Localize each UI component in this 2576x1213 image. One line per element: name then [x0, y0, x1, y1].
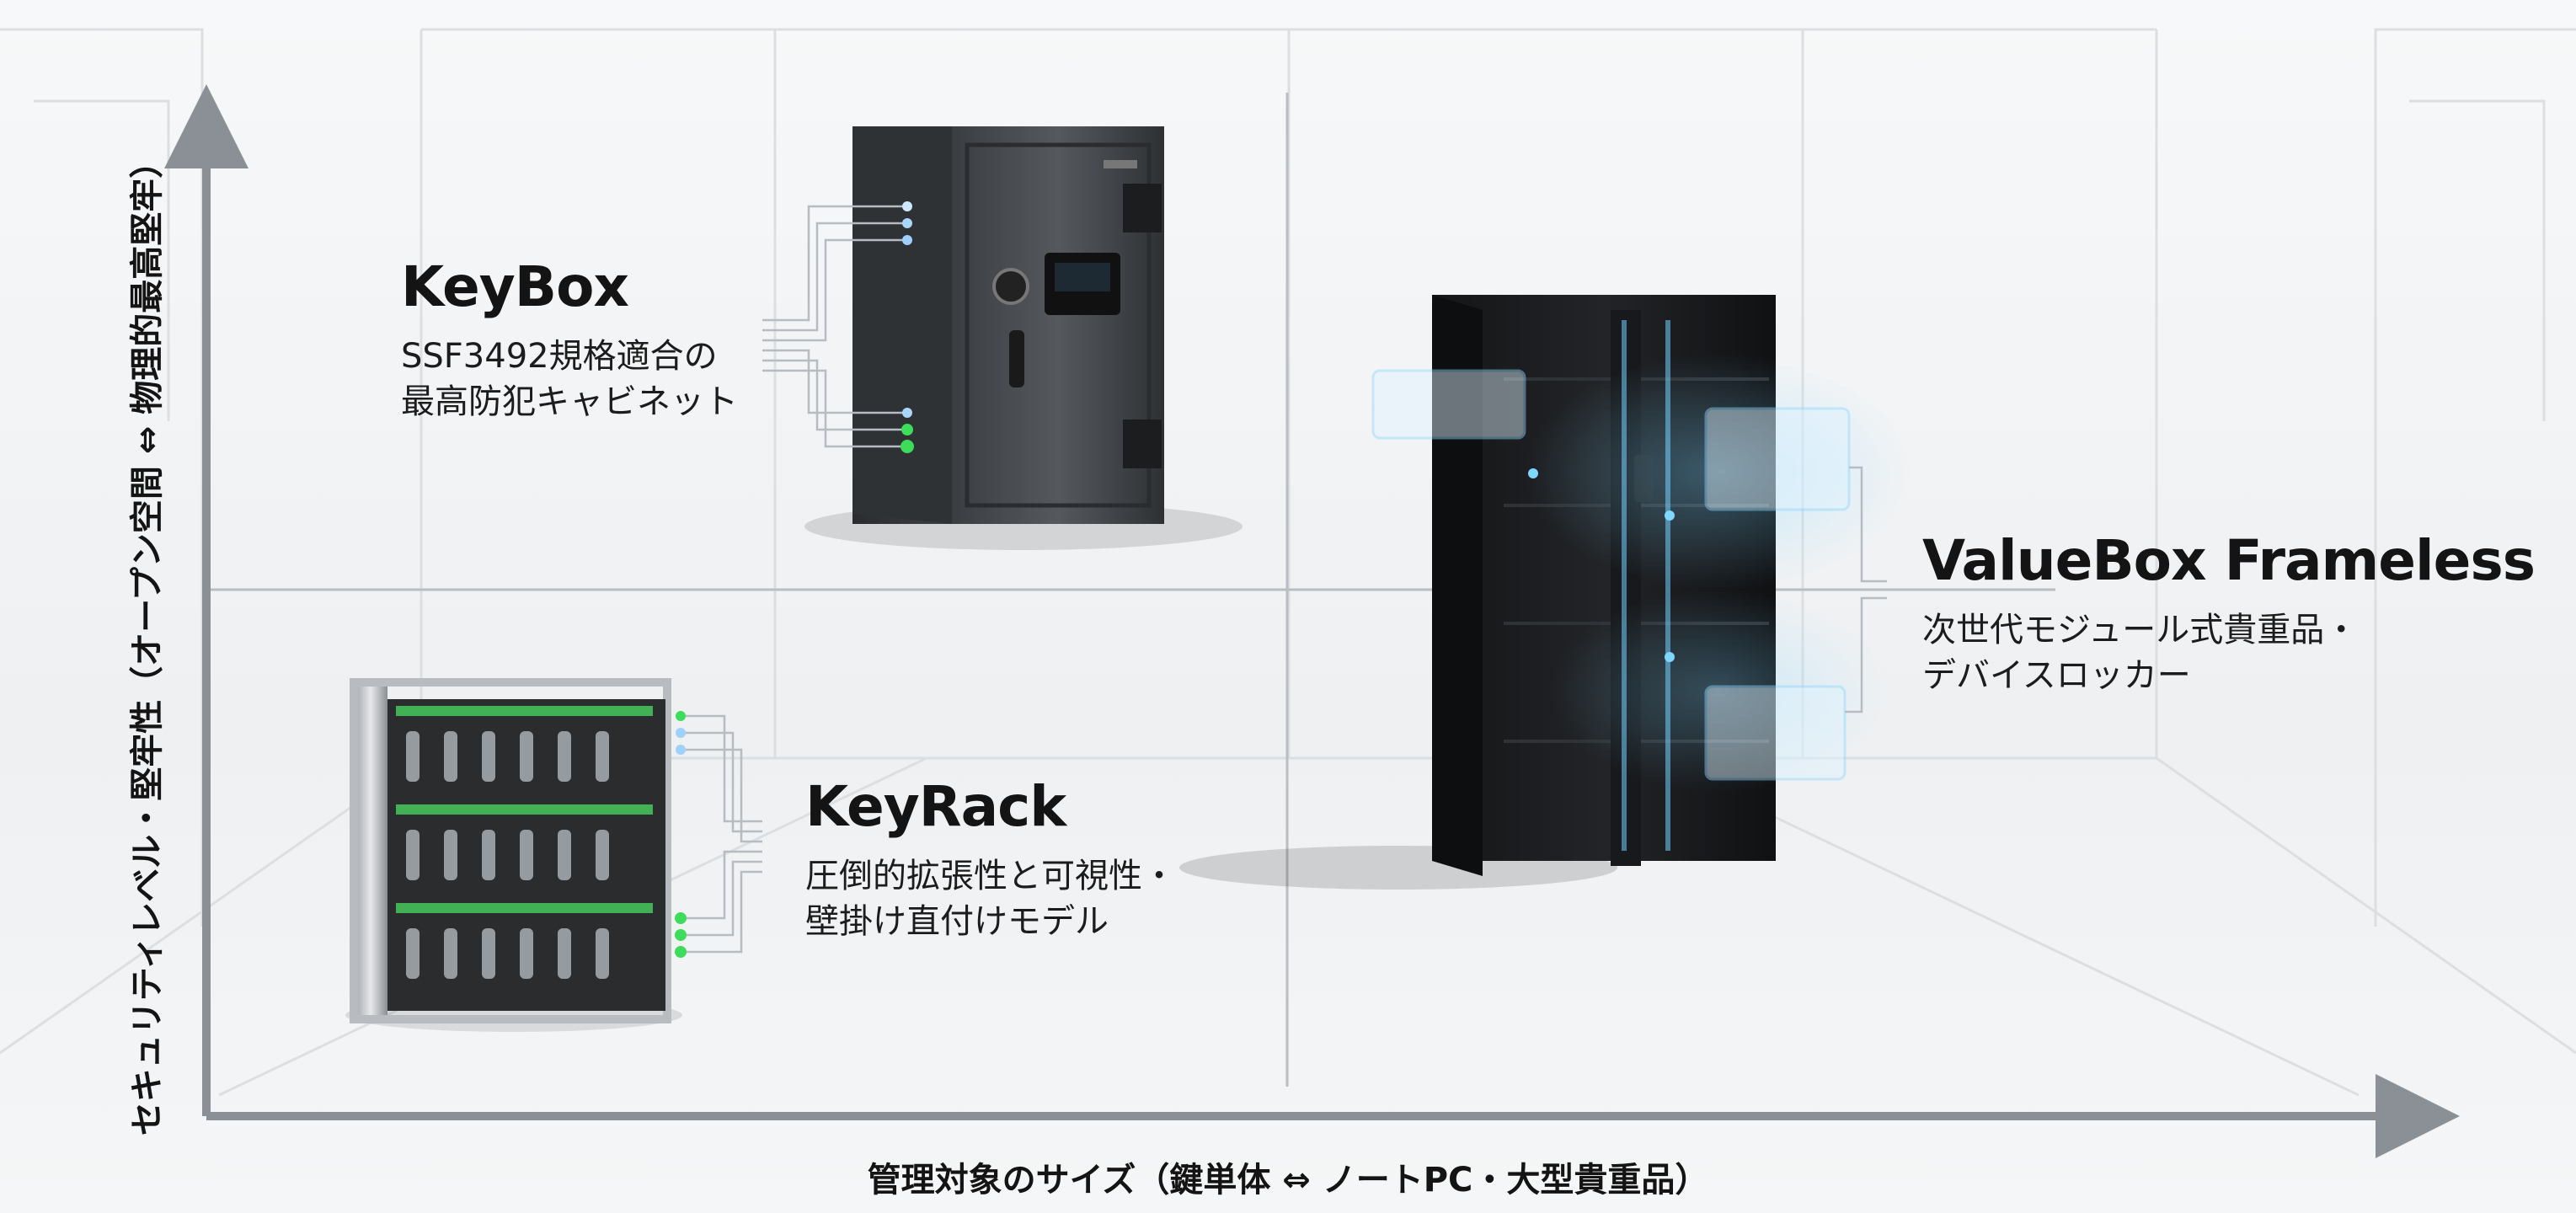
- product-label-valuebox: ValueBox Frameless 次世代モジュール式貴重品・ デバイスロッカ…: [1922, 528, 2536, 698]
- product-name: KeyBox: [401, 254, 629, 319]
- x-axis-label: 管理対象のサイズ（鍵単体 ⇔ ノートPC・大型貴重品）: [867, 1161, 1709, 1200]
- product-description: 次世代モジュール式貴重品・ デバイスロッカー: [1922, 610, 2359, 695]
- key-rack-icon: [345, 678, 682, 1032]
- locker-icon: [1179, 295, 1912, 890]
- product-label-keyrack: KeyRack 圧倒的拡張性と可視性・ 壁掛け直付けモデル: [805, 774, 1176, 944]
- product-description: 圧倒的拡張性と可視性・ 壁掛け直付けモデル: [805, 856, 1176, 941]
- safe-cabinet-icon: [804, 126, 1243, 550]
- y-axis-label: セキュリティレベル・堅牢性（オープン空間 ⇔ 物理的最高堅牢）: [128, 144, 167, 1136]
- keybox-indicator-lights: [901, 201, 914, 453]
- keyrack-connectors: [682, 714, 762, 954]
- product-name: KeyRack: [805, 774, 1066, 839]
- product-name: ValueBox Frameless: [1922, 528, 2536, 593]
- product-label-keybox: KeyBox SSF3492規格適合の 最高防犯キャビネット: [401, 254, 738, 425]
- axes: [164, 84, 2460, 1158]
- keyrack-indicator-lights: [675, 711, 687, 958]
- product-description: SSF3492規格適合の 最高防犯キャビネット: [401, 336, 738, 421]
- valuebox-connectors: [1845, 466, 1887, 713]
- keybox-connectors: [762, 205, 906, 448]
